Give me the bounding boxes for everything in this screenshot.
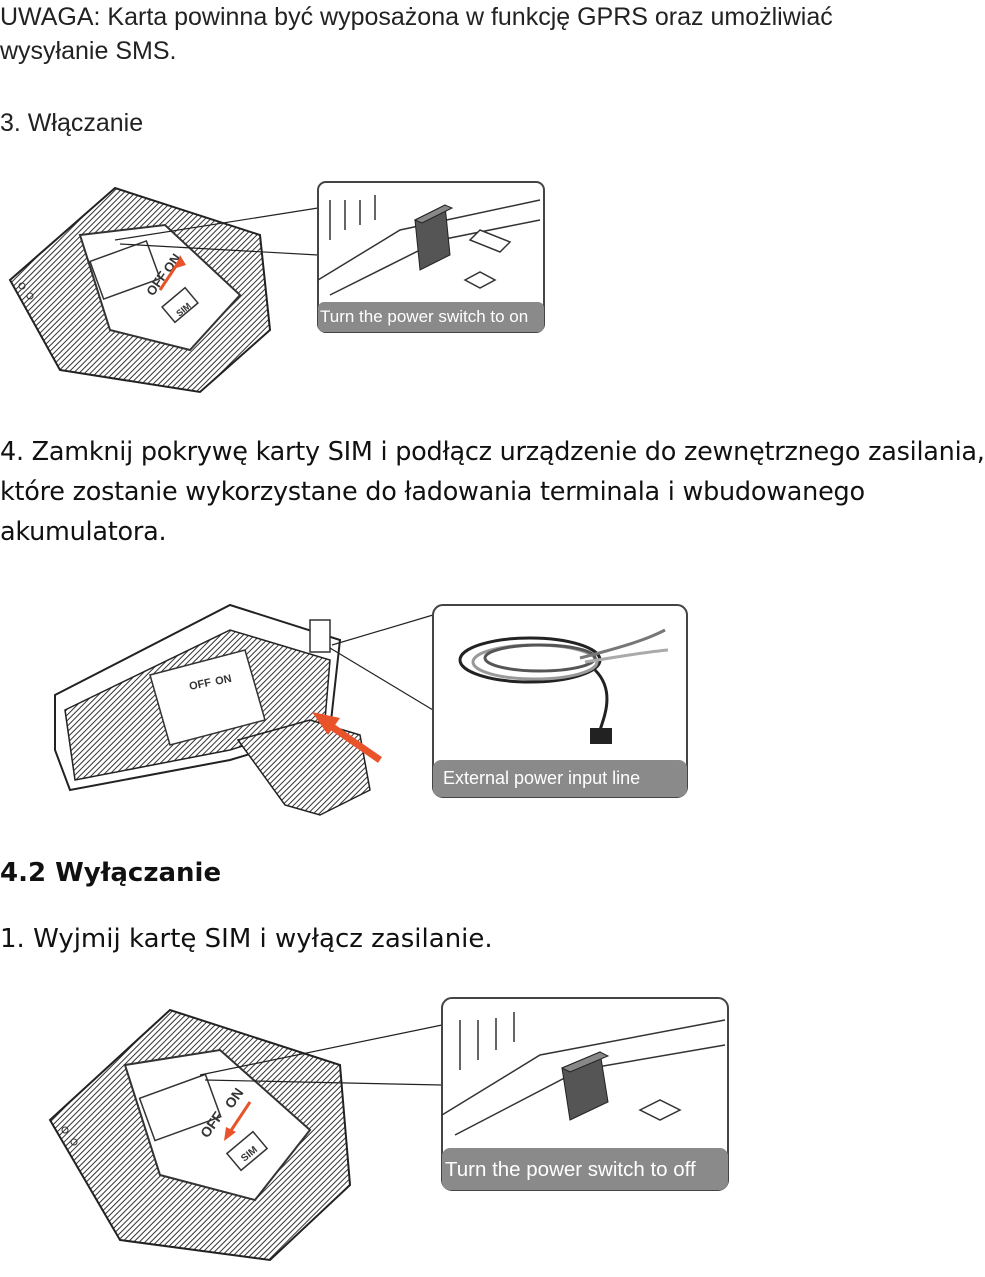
caption-bar xyxy=(433,760,687,797)
zoom-detail xyxy=(317,195,541,296)
caption-bar xyxy=(318,302,544,332)
step4-text: 4. Zamknij pokrywę karty SIM i podłącz u… xyxy=(0,432,985,552)
arrow-head-icon xyxy=(312,712,340,735)
step4-line-2: które zostanie wykorzystane do ładowania… xyxy=(0,477,865,507)
step3-heading: 3. Włączanie xyxy=(0,109,144,137)
power-on-illustration: OFF ON SIM Turn the power switch to on xyxy=(8,181,545,394)
arrow-icon xyxy=(226,1101,252,1136)
cable-icon xyxy=(458,628,669,731)
power-off-illustration: OFF ON SIM Turn the power switch to off xyxy=(48,997,729,1262)
note-line-2: wysyłanie SMS. xyxy=(0,37,177,65)
switch-label-on: ON xyxy=(214,673,233,688)
device-body xyxy=(8,186,272,394)
sim-cover xyxy=(236,719,371,816)
figure-power-off: OFF ON SIM Turn the power switch to off xyxy=(40,990,740,1275)
figure-external-power: OFF ON External power input line xyxy=(40,600,690,820)
arrow-head-icon xyxy=(224,1127,236,1141)
figure-power-on: OFF ON SIM Turn the power switch to on xyxy=(0,180,560,405)
switch-label-off: OFF xyxy=(188,677,212,693)
arrow-head-icon xyxy=(176,255,186,268)
device-body xyxy=(48,1008,352,1262)
step4-line-1: 4. Zamknij pokrywę karty SIM i podłącz u… xyxy=(0,437,985,467)
note-line-1: UWAGA: Karta powinna być wyposażona w fu… xyxy=(0,3,833,31)
step1-off-text: 1. Wyjmij kartę SIM i wyłącz zasilanie. xyxy=(0,924,493,954)
arrow-icon xyxy=(323,719,382,763)
callout-line xyxy=(119,243,319,256)
note-text: UWAGA: Karta powinna być wyposażona w fu… xyxy=(0,0,833,68)
section-heading: 4.2 Wyłączanie xyxy=(0,858,222,888)
step4-line-3: akumulatora. xyxy=(0,517,167,547)
figure-caption: Turn the power switch to off xyxy=(445,1158,696,1181)
callout-line xyxy=(114,207,319,241)
figure-caption: Turn the power switch to on xyxy=(320,307,528,326)
antenna-connector xyxy=(309,619,331,653)
caption-bar xyxy=(442,1148,728,1190)
external-power-illustration: OFF ON External power input line xyxy=(54,603,688,816)
arrow-icon xyxy=(158,259,182,291)
connector-icon xyxy=(590,728,612,744)
figure-caption: External power input line xyxy=(443,768,640,788)
